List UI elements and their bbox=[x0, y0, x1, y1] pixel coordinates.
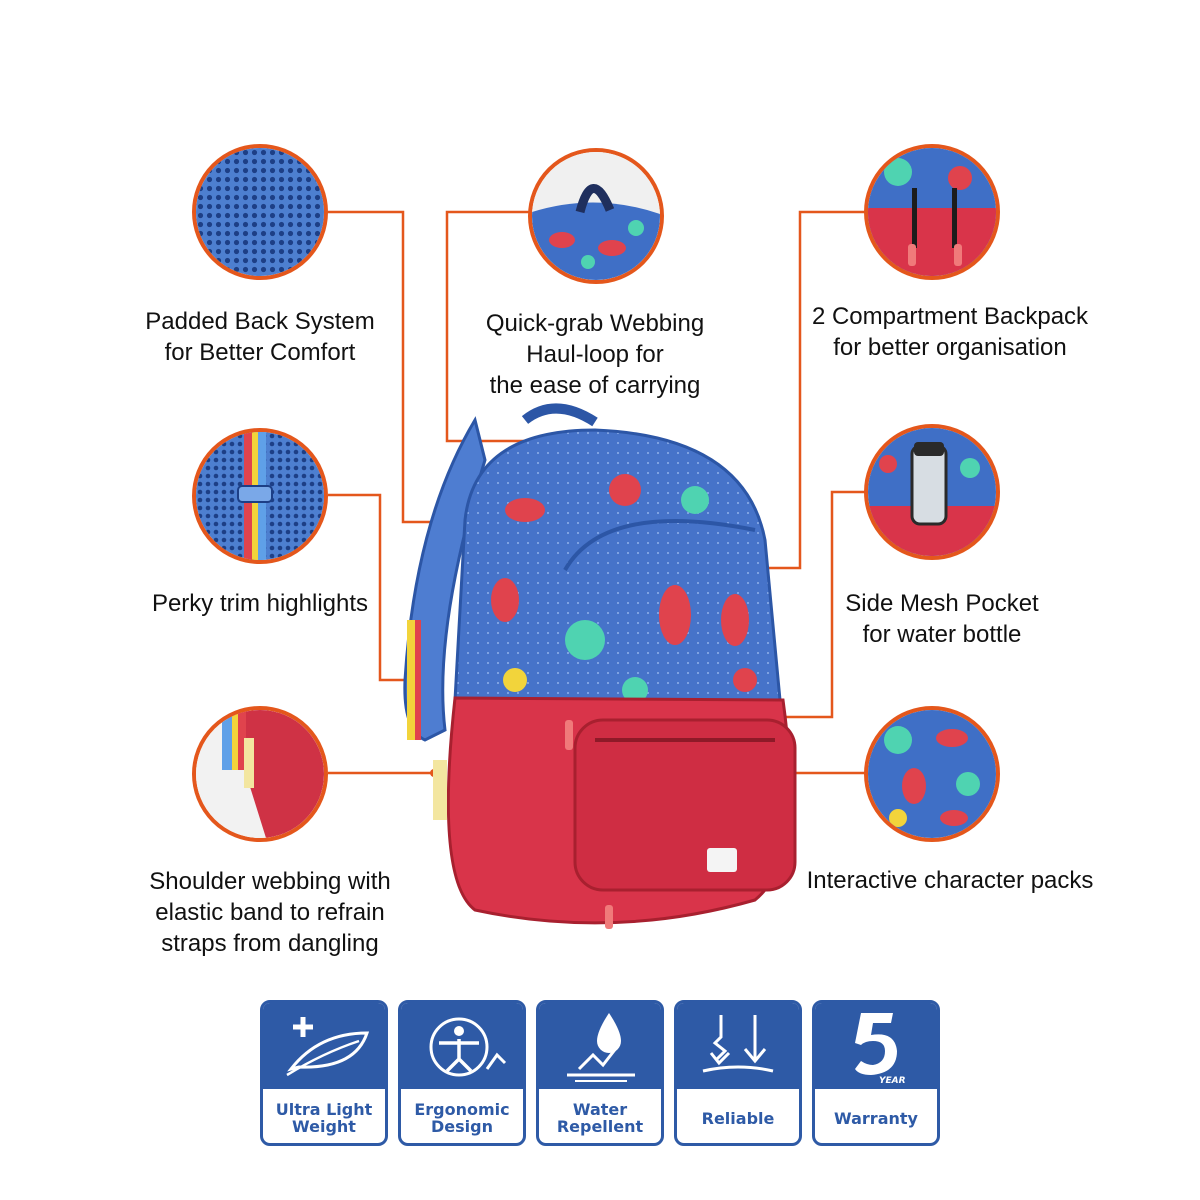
feather-plus-icon bbox=[286, 1017, 370, 1077]
shoulder-webbing-closeup bbox=[192, 706, 328, 842]
badge-warranty: YEAR Warranty bbox=[812, 1000, 940, 1146]
haul-loop-closeup bbox=[528, 148, 664, 284]
badge-reliable: Reliable bbox=[674, 1000, 802, 1146]
svg-text:YEAR: YEAR bbox=[879, 1076, 906, 1086]
backpack-image bbox=[395, 400, 815, 940]
trim-label: Perky trim highlights bbox=[151, 590, 369, 617]
padded-back-closeup bbox=[192, 144, 328, 280]
haul-loop-leader bbox=[445, 210, 555, 443]
five-year-icon: YEAR bbox=[855, 1013, 906, 1086]
compartment-closeup bbox=[864, 144, 1000, 280]
characters-label: Interactive character packs bbox=[806, 867, 1094, 894]
down-arrows-icon bbox=[702, 1015, 774, 1073]
side-pocket-closeup bbox=[864, 424, 1000, 560]
trim-closeup bbox=[192, 428, 328, 564]
water-drop-icon bbox=[567, 1013, 635, 1082]
characters-closeup bbox=[864, 706, 1000, 842]
side-pocket-leader bbox=[778, 490, 866, 719]
trim-leader bbox=[328, 493, 418, 682]
ergonomic-figure-icon bbox=[429, 1017, 507, 1077]
